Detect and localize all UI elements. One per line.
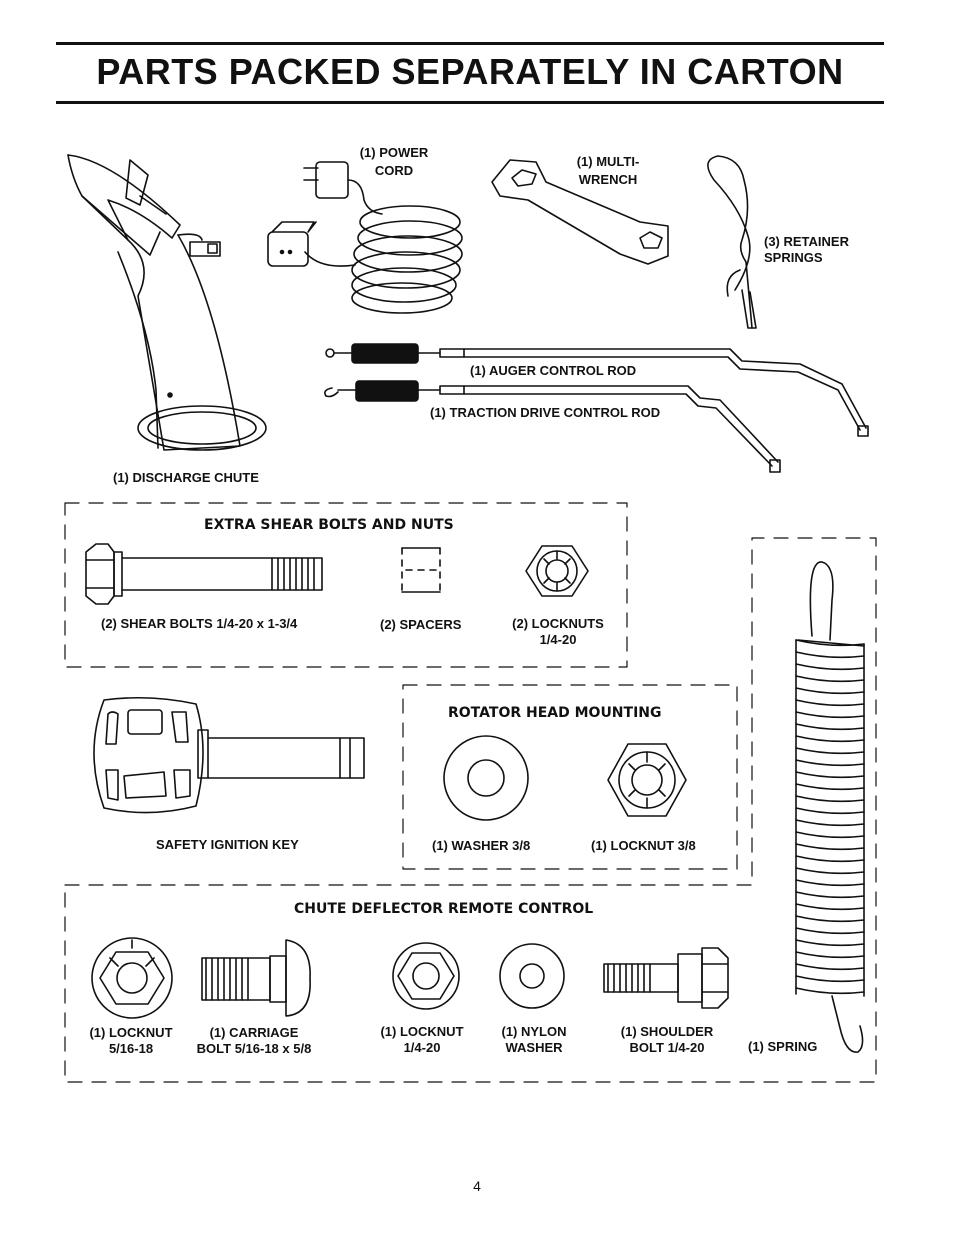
shear-section-frame: [64, 502, 628, 668]
discharge-chute-label: (1) DISCHARGE CHUTE: [113, 470, 259, 485]
shoulder-bolt-label-line2: BOLT 1/4-20: [629, 1040, 705, 1055]
locknut-1-4-20-label-line2: 1/4-20: [403, 1040, 441, 1055]
retainer-springs-label: (3) RETAINER SPRINGS: [764, 234, 849, 266]
spacer-drawing: [401, 547, 441, 593]
spacers-label: (2) SPACERS: [380, 617, 462, 632]
shoulder-bolt-label: (1) SHOULDER BOLT 1/4-20: [610, 1024, 724, 1056]
carriage-bolt-drawing: [201, 939, 311, 1017]
locknut-1-4-20-label-line1: (1) LOCKNUT: [380, 1024, 464, 1039]
locknut-3-8-label: (1) LOCKNUT 3/8: [591, 838, 696, 853]
chute-section-heading: CHUTE DEFLECTOR REMOTE CONTROL: [294, 901, 594, 917]
nylon-washer-label: (1) NYLON WASHER: [490, 1024, 578, 1056]
carriage-bolt-label-line1: (1) CARRIAGE: [209, 1025, 299, 1040]
locknuts-label-line2: 1/4-20: [539, 632, 577, 647]
multi-wrench-label: (1) MULTI- WRENCH: [566, 154, 650, 188]
carriage-bolt-label-line2: BOLT 5/16-18 x 5/8: [196, 1041, 312, 1056]
retainer-spring-drawing: [707, 155, 757, 329]
shoulder-bolt-label-line1: (1) SHOULDER: [620, 1024, 714, 1039]
safety-key-drawing: [93, 696, 365, 814]
locknut-1-4-20-drawing: [392, 942, 460, 1010]
multi-wrench-label-line1: (1) MULTI-: [576, 154, 640, 169]
nylon-washer-label-line1: (1) NYLON: [501, 1024, 567, 1039]
nylon-washer-label-line2: WASHER: [505, 1040, 563, 1055]
spring-label: (1) SPRING: [748, 1039, 818, 1054]
retainer-springs-label-line2: SPRINGS: [764, 250, 823, 265]
locknut-5-16-drawing: [91, 937, 173, 1019]
power-cord-label-line1: (1) POWER: [359, 145, 429, 160]
washer-3-8-drawing: [443, 735, 529, 821]
locknut-3-8-drawing: [607, 743, 687, 817]
locknuts-label: (2) LOCKNUTS 1/4-20: [504, 616, 612, 648]
title-bar: PARTS PACKED SEPARATELY IN CARTON: [56, 42, 884, 104]
shear-section-heading: EXTRA SHEAR BOLTS AND NUTS: [204, 517, 454, 533]
auger-rod-label: (1) AUGER CONTROL ROD: [470, 363, 637, 378]
locknut-5-16-label: (1) LOCKNUT 5/16-18: [80, 1025, 182, 1057]
locknuts-label-line1: (2) LOCKNUTS: [512, 616, 604, 631]
nylon-washer-drawing: [499, 943, 565, 1009]
locknut-1-4-20-label: (1) LOCKNUT 1/4-20: [370, 1024, 474, 1056]
power-cord-label-line2: CORD: [374, 163, 414, 178]
traction-rod-drawing: [324, 380, 781, 473]
auger-control-rod-drawing: [325, 343, 869, 437]
locknut-5-16-label-line2: 5/16-18: [108, 1041, 154, 1056]
locknut-1-4-drawing: [525, 545, 589, 597]
rotator-section-frame: [402, 684, 738, 870]
section-frames: [64, 502, 877, 1083]
page-number: 4: [473, 1178, 481, 1194]
locknut-5-16-label-line1: (1) LOCKNUT: [89, 1025, 173, 1040]
power-cord-drawing: [267, 161, 463, 314]
discharge-chute-drawing: [67, 154, 267, 451]
power-cord-label: (1) POWER CORD: [352, 145, 436, 179]
washer-3-8-label: (1) WASHER 3/8: [432, 838, 531, 853]
carriage-bolt-label: (1) CARRIAGE BOLT 5/16-18 x 5/8: [186, 1025, 322, 1057]
shoulder-bolt-drawing: [603, 947, 729, 1009]
chute-section-frame: [64, 537, 877, 1083]
rotator-section-heading: ROTATOR HEAD MOUNTING: [448, 705, 662, 721]
spring-drawing: [795, 561, 865, 1053]
safety-key-label: SAFETY IGNITION KEY: [156, 837, 299, 852]
retainer-springs-label-line1: (3) RETAINER: [764, 234, 849, 249]
traction-rod-label: (1) TRACTION DRIVE CONTROL ROD: [430, 405, 661, 420]
multi-wrench-drawing: [491, 159, 669, 265]
shear-bolts-label: (2) SHEAR BOLTS 1/4-20 x 1-3/4: [101, 616, 298, 631]
shear-bolt-drawing: [85, 543, 323, 605]
multi-wrench-label-line2: WRENCH: [578, 172, 638, 187]
page-title: PARTS PACKED SEPARATELY IN CARTON: [96, 51, 844, 92]
